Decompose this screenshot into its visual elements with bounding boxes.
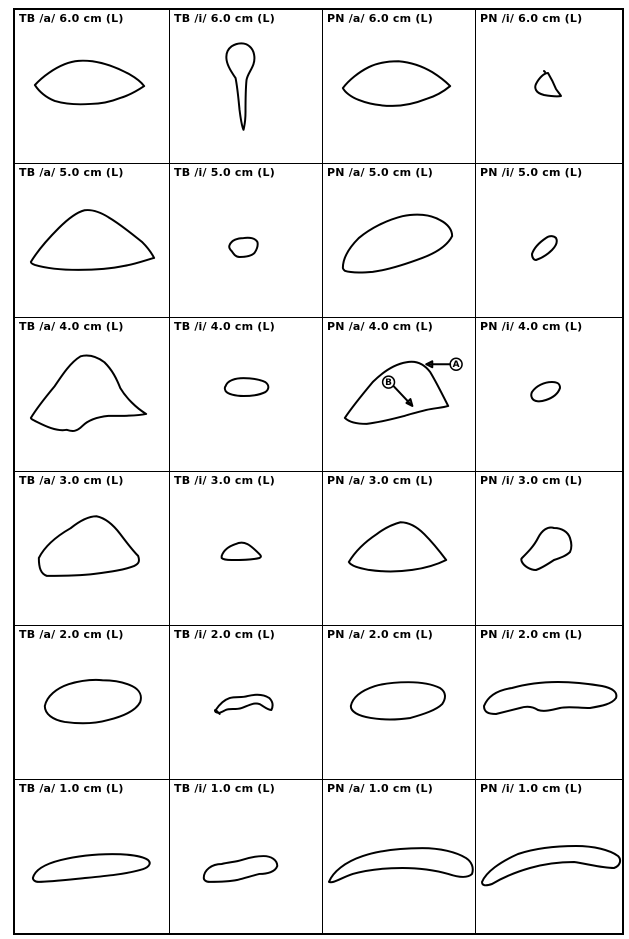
- cell-label: TB /a/ 3.0 cm (L): [19, 474, 124, 487]
- cell-label: TB /a/ 1.0 cm (L): [19, 782, 124, 795]
- svg-text:A: A: [453, 360, 460, 370]
- cell-label: TB /i/ 5.0 cm (L): [174, 166, 275, 179]
- cell-pn-i-3cm: PN /i/ 3.0 cm (L): [476, 472, 622, 626]
- cell-label: PN /a/ 1.0 cm (L): [327, 782, 433, 795]
- cell-label: TB /a/ 2.0 cm (L): [19, 628, 124, 641]
- tongue-contour: [15, 798, 169, 932]
- cell-pn-i-2cm: PN /i/ 2.0 cm (L): [476, 626, 622, 780]
- tongue-contour: [323, 490, 475, 624]
- cell-label: TB /a/ 6.0 cm (L): [19, 12, 124, 25]
- cell-tb-i-4cm: TB /i/ 4.0 cm (L): [170, 318, 323, 472]
- tongue-contour: [323, 644, 475, 778]
- cell-tb-a-4cm: TB /a/ 4.0 cm (L): [15, 318, 170, 472]
- cell-label: PN /a/ 6.0 cm (L): [327, 12, 433, 25]
- cell-pn-i-1cm: PN /i/ 1.0 cm (L): [476, 780, 622, 933]
- cell-pn-i-4cm: PN /i/ 4.0 cm (L): [476, 318, 622, 472]
- tongue-contour: [323, 798, 475, 932]
- tongue-contour: [476, 28, 622, 162]
- cell-label: PN /i/ 4.0 cm (L): [480, 320, 582, 333]
- tongue-contour: [170, 336, 322, 470]
- tongue-contour-grid: TB /a/ 6.0 cm (L) TB /i/ 6.0 cm (L) PN /…: [13, 8, 624, 935]
- cell-tb-a-3cm: TB /a/ 3.0 cm (L): [15, 472, 170, 626]
- tongue-contour: [170, 798, 322, 932]
- cell-pn-i-6cm: PN /i/ 6.0 cm (L): [476, 10, 622, 164]
- cell-label: PN /i/ 1.0 cm (L): [480, 782, 582, 795]
- cell-label: PN /a/ 4.0 cm (L): [327, 320, 433, 333]
- annotation-a: A: [426, 358, 462, 370]
- cell-pn-a-4cm: PN /a/ 4.0 cm (L) A B: [323, 318, 476, 472]
- cell-label: PN /i/ 3.0 cm (L): [480, 474, 582, 487]
- tongue-contour: [170, 28, 322, 162]
- cell-tb-a-5cm: TB /a/ 5.0 cm (L): [15, 164, 170, 318]
- tongue-contour: [476, 644, 622, 778]
- tongue-contour: A B: [323, 336, 475, 470]
- tongue-contour: [15, 28, 169, 162]
- tongue-contour: [170, 490, 322, 624]
- cell-pn-a-3cm: PN /a/ 3.0 cm (L): [323, 472, 476, 626]
- cell-label: TB /a/ 5.0 cm (L): [19, 166, 124, 179]
- cell-pn-a-1cm: PN /a/ 1.0 cm (L): [323, 780, 476, 933]
- cell-tb-a-1cm: TB /a/ 1.0 cm (L): [15, 780, 170, 933]
- cell-label: TB /a/ 4.0 cm (L): [19, 320, 124, 333]
- tongue-contour: [170, 182, 322, 316]
- svg-text:B: B: [385, 378, 392, 388]
- cell-label: PN /i/ 5.0 cm (L): [480, 166, 582, 179]
- annotation-b: B: [383, 376, 413, 406]
- tongue-contour: [476, 798, 622, 932]
- cell-label: PN /a/ 2.0 cm (L): [327, 628, 433, 641]
- tongue-contour: [323, 28, 475, 162]
- cell-tb-i-5cm: TB /i/ 5.0 cm (L): [170, 164, 323, 318]
- cell-label: TB /i/ 6.0 cm (L): [174, 12, 275, 25]
- tongue-contour: [476, 490, 622, 624]
- cell-label: PN /i/ 2.0 cm (L): [480, 628, 582, 641]
- tongue-contour: [15, 490, 169, 624]
- cell-label: TB /i/ 2.0 cm (L): [174, 628, 275, 641]
- cell-label: PN /a/ 3.0 cm (L): [327, 474, 433, 487]
- tongue-contour: [476, 182, 622, 316]
- cell-tb-i-2cm: TB /i/ 2.0 cm (L): [170, 626, 323, 780]
- cell-pn-a-2cm: PN /a/ 2.0 cm (L): [323, 626, 476, 780]
- tongue-contour: [170, 644, 322, 778]
- tongue-contour: [476, 336, 622, 470]
- tongue-contour: [323, 182, 475, 316]
- cell-label: TB /i/ 4.0 cm (L): [174, 320, 275, 333]
- cell-pn-i-5cm: PN /i/ 5.0 cm (L): [476, 164, 622, 318]
- cell-label: TB /i/ 3.0 cm (L): [174, 474, 275, 487]
- cell-label: TB /i/ 1.0 cm (L): [174, 782, 275, 795]
- tongue-contour: [15, 336, 169, 470]
- cell-label: PN /i/ 6.0 cm (L): [480, 12, 582, 25]
- cell-pn-a-6cm: PN /a/ 6.0 cm (L): [323, 10, 476, 164]
- cell-tb-i-6cm: TB /i/ 6.0 cm (L): [170, 10, 323, 164]
- tongue-contour: [15, 182, 169, 316]
- cell-tb-i-3cm: TB /i/ 3.0 cm (L): [170, 472, 323, 626]
- cell-tb-a-6cm: TB /a/ 6.0 cm (L): [15, 10, 170, 164]
- cell-pn-a-5cm: PN /a/ 5.0 cm (L): [323, 164, 476, 318]
- cell-label: PN /a/ 5.0 cm (L): [327, 166, 433, 179]
- cell-tb-i-1cm: TB /i/ 1.0 cm (L): [170, 780, 323, 933]
- cell-tb-a-2cm: TB /a/ 2.0 cm (L): [15, 626, 170, 780]
- tongue-contour: [15, 644, 169, 778]
